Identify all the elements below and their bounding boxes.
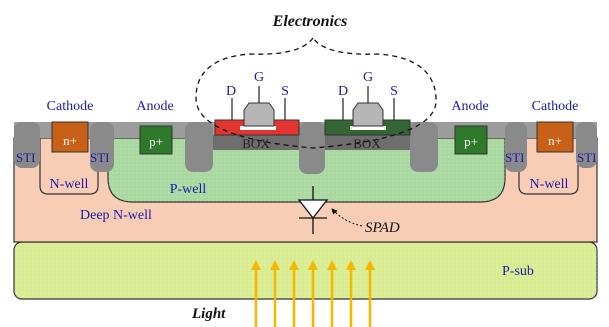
left-n-well-label: N-well (50, 177, 89, 192)
left-gate-oxide (240, 126, 276, 130)
terminal-leads (231, 86, 395, 120)
left-n-plus-contact (51, 121, 89, 153)
light-ray-arrowhead (346, 260, 356, 270)
left-gate (243, 102, 275, 127)
light-ray-arrowhead (289, 260, 299, 270)
left-gate-label: G (254, 70, 264, 85)
light-ray-arrowhead (327, 260, 337, 270)
sti-trench (505, 122, 527, 172)
light-ray-arrowhead (270, 260, 280, 270)
sti-trench (14, 122, 40, 168)
left-anode-label: Anode (136, 99, 173, 114)
left-source-label: S (281, 84, 289, 99)
left-n-plus-label: n+ (63, 133, 77, 148)
right-box-label: BOX (353, 136, 381, 151)
spad-pointer-arrow (331, 208, 363, 227)
light-label: Light (191, 306, 226, 322)
right-cathode-label: Cathode (532, 99, 579, 114)
light-arrows (251, 260, 375, 327)
right-p-plus-label: p+ (464, 134, 478, 149)
right-gate-label: G (363, 70, 373, 85)
right-n-plus-label: n+ (548, 133, 562, 148)
right-p-plus-contact (454, 125, 488, 155)
left-drain-label: D (226, 84, 236, 99)
right-source-label: S (390, 84, 398, 99)
right-gate-oxide (350, 126, 386, 130)
sti-label-3: STI (505, 150, 525, 165)
sti-trench (576, 122, 597, 168)
left-box-layer (213, 135, 299, 150)
sti-label-4: STI (577, 150, 597, 165)
right-box-layer (325, 135, 410, 150)
left-p-plus-contact (139, 125, 173, 155)
sti-trenches (14, 122, 597, 174)
right-n-plus-contact (536, 121, 574, 153)
spad-diode-symbol (297, 186, 329, 234)
left-box-label: BOX (242, 136, 270, 151)
left-p-plus-label: p+ (149, 134, 163, 149)
light-ray-arrowhead (365, 260, 375, 270)
p-sub-label: P-sub (502, 264, 534, 279)
spad-label: SPAD (365, 220, 400, 236)
sti-trench (185, 122, 213, 172)
light-ray-arrowhead (308, 260, 318, 270)
light-ray-arrowhead (251, 260, 261, 270)
electronics-label: Electronics (272, 13, 348, 30)
deep-n-well-label: Deep N-well (80, 208, 152, 223)
right-anode-label: Anode (451, 99, 488, 114)
sti-label-1: STI (16, 150, 36, 165)
left-cathode-label: Cathode (47, 99, 94, 114)
sti-label-2: STI (90, 150, 110, 165)
sti-trench (410, 122, 438, 172)
right-n-well-label: N-well (530, 177, 569, 192)
right-gate (352, 102, 384, 127)
p-sub-texture (14, 242, 597, 299)
p-well-label: P-well (170, 182, 207, 197)
right-drain-label: D (338, 84, 348, 99)
sti-trench (90, 122, 114, 172)
electronics-dashed-outline (195, 37, 437, 149)
